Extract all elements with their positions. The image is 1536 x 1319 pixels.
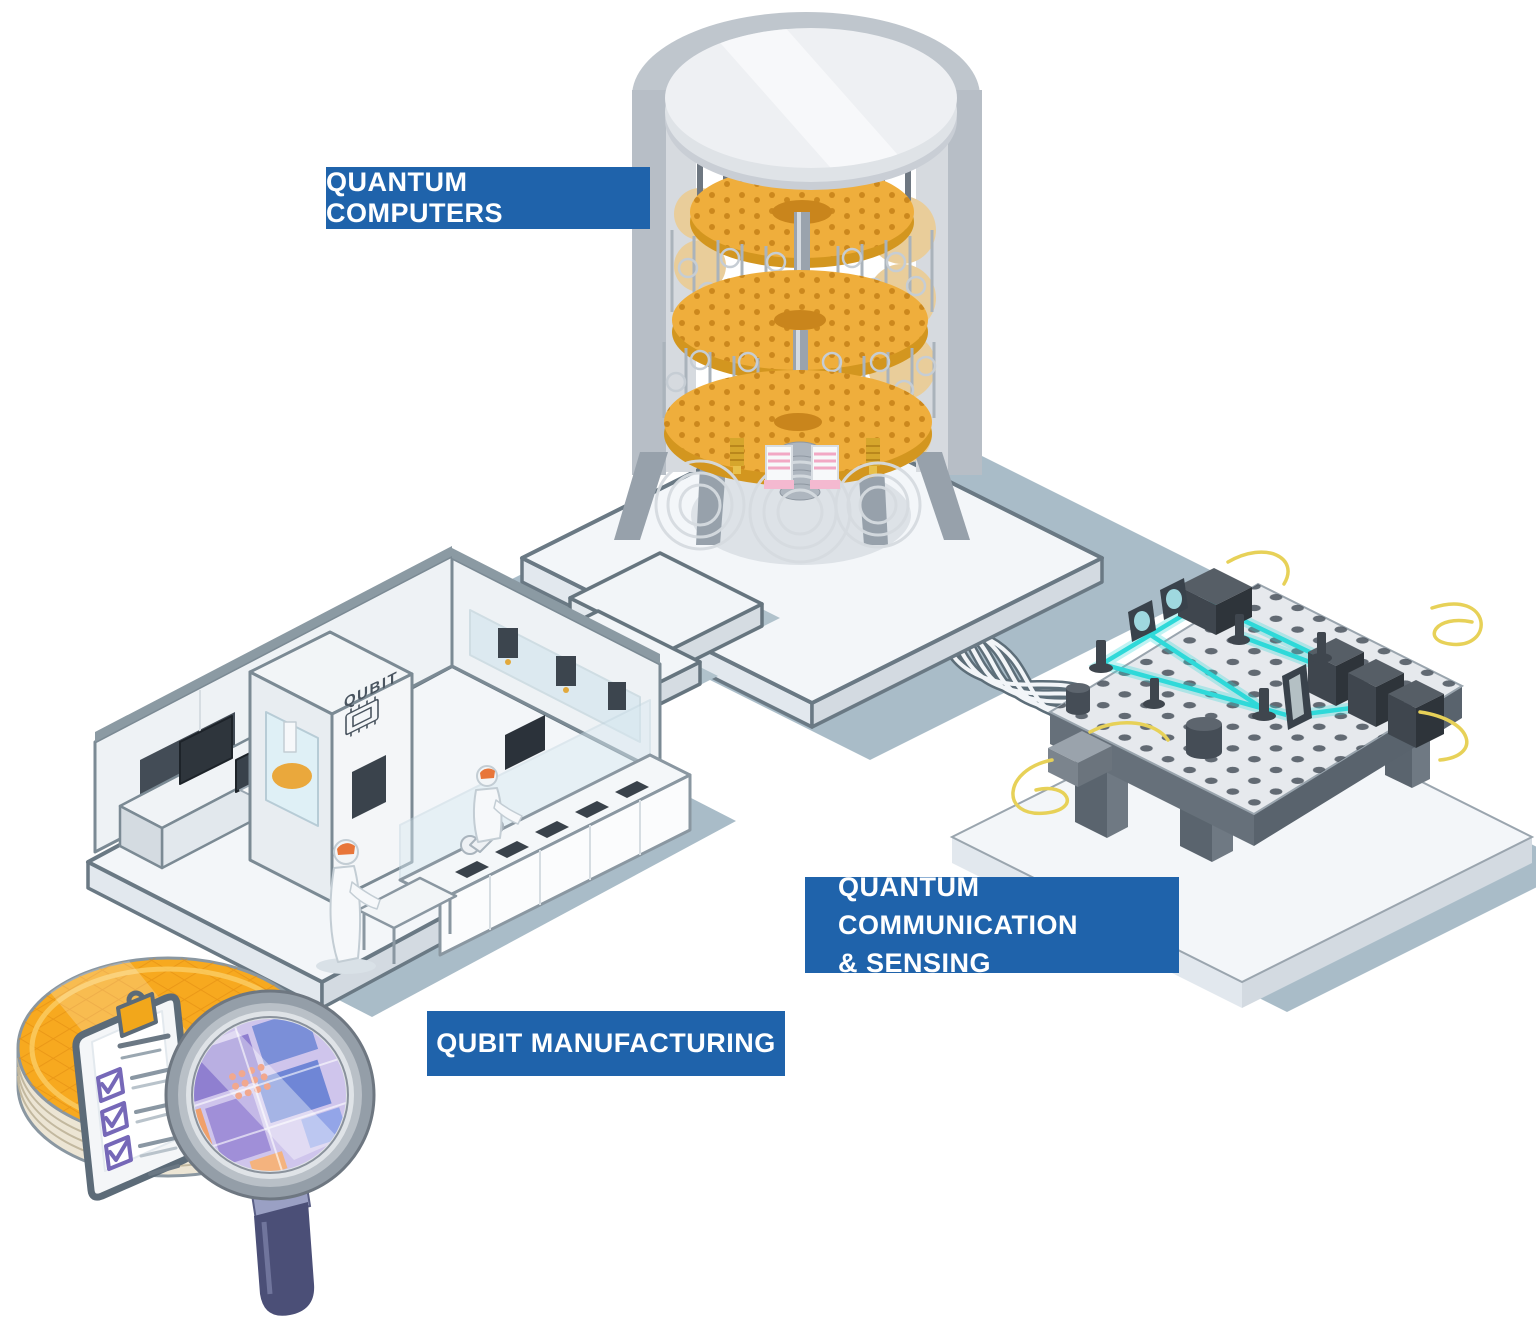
label-quantum-communication-line1: QUANTUM COMMUNICATION: [838, 872, 1078, 940]
label-quantum-communication-line2: & SENSING: [838, 948, 992, 978]
magnifier: [164, 989, 376, 1316]
label-qubit-manufacturing-text: QUBIT MANUFACTURING: [436, 1028, 776, 1058]
coax-connectors: [730, 438, 880, 474]
glass-partition: [469, 609, 641, 743]
label-quantum-computers: QUANTUM COMPUTERS: [326, 167, 650, 229]
cart: [356, 876, 458, 964]
optical-components: [1048, 568, 1444, 787]
cryostat-lid: [665, 28, 957, 190]
checklist-clipboard: [72, 990, 196, 1201]
label-qubit-manufacturing: QUBIT MANUFACTURING: [427, 1011, 785, 1076]
qubit-machine: QUBIT: [248, 630, 414, 904]
qubit-chips: [764, 445, 840, 489]
magnifier-handle: [254, 1202, 315, 1316]
cleanroom-scene: QUBIT: [86, 546, 692, 1010]
worker-front: [316, 839, 381, 974]
fiber-cables: [1011, 550, 1483, 816]
cold-finger-coils: [654, 459, 922, 564]
label-quantum-computers-text: QUANTUM COMPUTERS: [326, 167, 504, 228]
worker-back: [472, 765, 523, 843]
process-line-cabinets: [398, 699, 692, 957]
checkbox-row-3: [104, 1134, 186, 1171]
label-quantum-communication-sensing: QUANTUM COMMUNICATION & SENSING: [805, 872, 1179, 978]
quantum-computer: [614, 12, 982, 564]
